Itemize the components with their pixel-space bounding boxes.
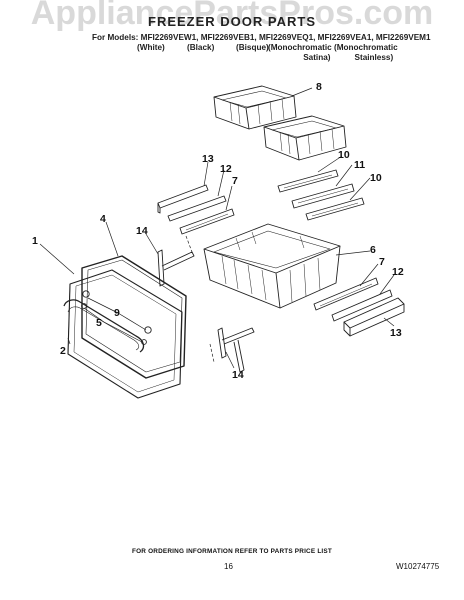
callout-4: 4 <box>100 213 106 225</box>
callout-8: 8 <box>316 81 322 93</box>
part-upper-basket-rear <box>263 115 347 161</box>
callout-12-upper: 12 <box>220 163 232 175</box>
variant-white: (White) <box>137 43 165 52</box>
page-title: FREEZER DOOR PARTS <box>148 14 316 29</box>
part-rail-13-upper <box>157 184 209 214</box>
variant-mono-satina-line1: (Monochromatic <box>268 43 332 52</box>
part-freezer-door <box>67 269 183 399</box>
part-upper-basket-front <box>213 85 297 130</box>
page-number: 16 <box>224 562 233 571</box>
part-bracket-14-lower <box>217 327 255 373</box>
callout-14-lower: 14 <box>232 369 244 381</box>
callout-7-lower: 7 <box>379 256 385 268</box>
callout-13-lower: 13 <box>390 327 402 339</box>
watermark: AppliancePartsPros.com <box>30 0 434 32</box>
variant-mono-stainless-line1: (Monochromatic <box>334 43 398 52</box>
callout-1: 1 <box>32 235 38 247</box>
callout-5: 5 <box>96 317 102 329</box>
part-upper-slide-10a <box>277 169 339 193</box>
part-upper-slide-11 <box>291 183 355 209</box>
part-door-gasket <box>81 255 187 379</box>
variant-bisque: (Bisque) <box>236 43 269 52</box>
callout-10-upper: 10 <box>338 149 350 161</box>
callout-11: 11 <box>354 159 365 171</box>
leader-lines <box>39 87 395 369</box>
part-rail-7-lower <box>313 277 379 311</box>
variant-mono-satina: (Monochromatic Satina) <box>268 43 332 63</box>
callout-10-lower: 10 <box>370 172 382 184</box>
part-rail-7-upper <box>179 208 235 235</box>
callout-7-upper: 7 <box>232 175 238 187</box>
callout-6: 6 <box>370 244 376 256</box>
ordering-note: FOR ORDERING INFORMATION REFER TO PARTS … <box>132 548 332 555</box>
document-number: W10274775 <box>396 562 440 571</box>
variant-mono-stainless: (Monochromatic Stainless) <box>334 43 398 63</box>
callout-2: 2 <box>60 345 66 357</box>
part-upper-slide-10b <box>305 197 365 221</box>
callout-9: 9 <box>114 307 120 319</box>
part-door-handle <box>63 299 145 353</box>
callout-14-upper: 14 <box>136 225 148 237</box>
variant-mono-satina-line2: Satina) <box>303 53 331 62</box>
part-rail-12-upper <box>167 195 227 222</box>
part-handle-mounts <box>81 290 152 345</box>
part-lower-basket <box>203 223 341 309</box>
part-rail-12-lower <box>331 289 393 322</box>
callout-13-upper: 13 <box>202 153 214 165</box>
variant-black: (Black) <box>187 43 215 52</box>
part-bracket-14-upper <box>157 249 195 287</box>
variant-mono-stainless-line2: Stainless) <box>354 53 394 62</box>
callout-12-lower: 12 <box>392 266 404 278</box>
models-line: For Models: MFI2269VEW1, MFI2269VEB1, MF… <box>92 33 431 42</box>
part-rail-13-lower <box>343 297 405 337</box>
